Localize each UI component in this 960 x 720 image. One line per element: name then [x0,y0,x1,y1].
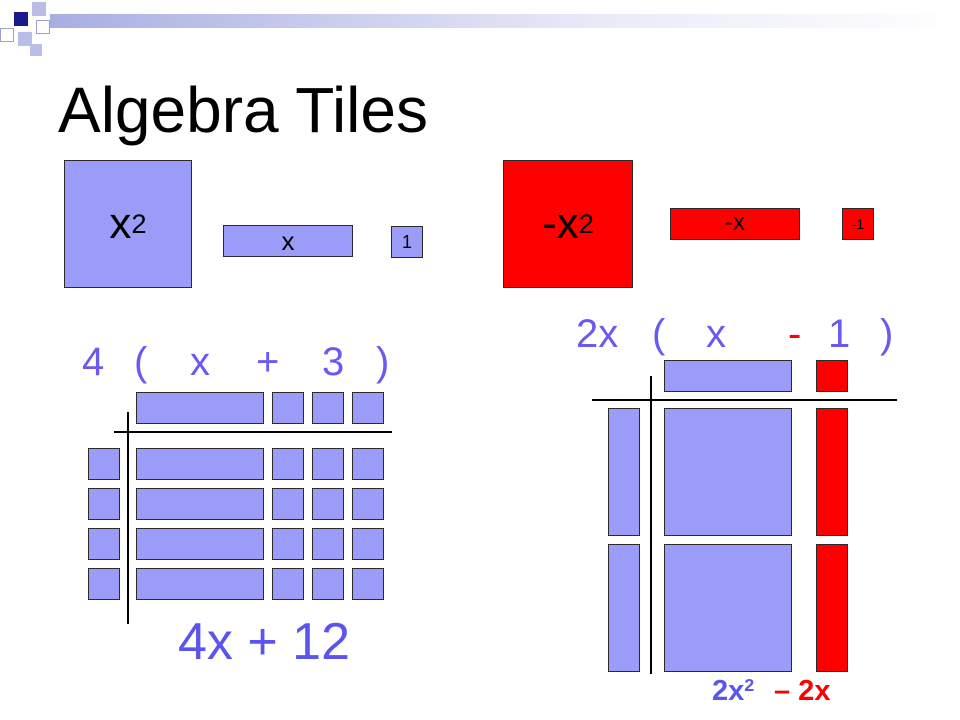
right-result-positive-base: 2x [712,675,745,707]
tile-one [352,392,384,424]
tile-one [312,568,344,600]
tile-one [88,488,120,520]
left-result: 4x + 12 [178,613,351,671]
right-expr-token: x [706,312,726,356]
tile-x [664,360,792,392]
tile-x [136,528,264,560]
tile-one [352,448,384,480]
tile-x [136,392,264,424]
right-expr-token: 2x [576,312,619,356]
tile-one [272,488,304,520]
right-grid-horizontal-axis [592,399,897,401]
tile-neg-x [816,408,848,536]
decor-square [14,12,28,26]
tile-one [312,392,344,424]
left-expr-token: 3 [322,340,345,384]
tile-x [136,488,264,520]
tile-one [88,528,120,560]
tile-one [88,448,120,480]
tile-one [272,528,304,560]
slide-title: Algebra Tiles [58,74,428,146]
decor-square [36,20,50,34]
tile-one [272,448,304,480]
tile-neg-x-label: -x [725,209,745,236]
right-expr-token: ) [880,312,894,356]
left-expression: 4 ( x + 3 ) [0,342,960,386]
tile-x-squared [664,544,792,672]
tile-one [352,528,384,560]
tile-one [88,568,120,600]
decor-square [0,28,14,42]
tile-one [312,448,344,480]
right-expression: 2x ( x - 1 ) [0,314,960,358]
right-result-positive: 2x2 [712,675,755,707]
right-expr-token: 1 [828,312,851,356]
right-result-negative: – 2x [774,675,831,707]
tile-neg-x-squared-label: -x [542,199,579,248]
tile-one [312,528,344,560]
tile-neg-x [816,544,848,672]
tile-x: x [223,225,353,257]
left-expr-token: ) [376,340,390,384]
tile-x-squared [664,408,792,536]
decor-square [32,2,46,16]
left-expr-token: 4 [82,340,105,384]
tile-x-squared-label: x [109,199,132,248]
tile-neg-one [816,360,848,392]
left-expr-token: ( [134,340,148,384]
tile-x [136,448,264,480]
right-grid-vertical-axis [650,376,652,674]
right-result-positive-exponent: 2 [744,675,755,696]
left-grid-vertical-axis [127,412,129,624]
tile-x-label: x [281,226,295,256]
decor-square [30,44,42,56]
tile-x [608,544,640,672]
left-expr-token: x [190,340,210,384]
tile-one [272,392,304,424]
tile-x [608,408,640,536]
tile-one [312,488,344,520]
tile-one-label: 1 [401,232,412,252]
left-grid-horizontal-axis [114,431,392,433]
tile-neg-one: -1 [842,208,874,240]
tile-one [272,568,304,600]
tile-one: 1 [391,226,423,258]
left-expr-token: + [256,340,280,384]
tile-neg-one-label: -1 [851,216,865,232]
tile-neg-x: -x [670,208,800,240]
decor-square [18,32,32,46]
tile-one [352,488,384,520]
tile-x [136,568,264,600]
header-rule [50,14,960,28]
right-expr-token: - [788,312,802,356]
tile-one [352,568,384,600]
right-expr-token: ( [652,312,666,356]
